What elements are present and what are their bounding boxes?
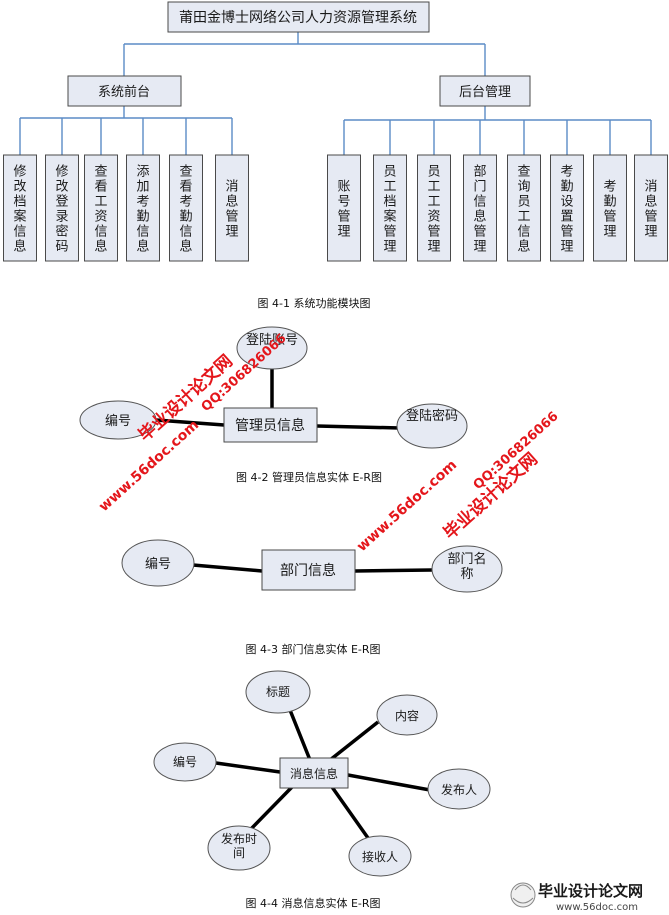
front-leaf-nodes: 修改档案信息 修改登录密码 查看工资信息 添加考勤信息 查看考勤信息 消息管理 [3,154,249,262]
front-leaf-box-4 [169,154,203,262]
admin-er-diagram: 登陆账号 编号 管理员信息 登陆密码 图 4-2 管理员信息实体 E-R图 [79,326,468,484]
logo-globe-lines [512,884,534,904]
msg-attr-content-ellipse [376,694,438,736]
back-leaf-label-2: 员工工资管理 [427,165,440,255]
back-leaf-nodes: 账号管理 员工档案管理 员工工资管理 部门信息管理 查询员工信息 考勤设置管理 考勤管理 消息… [327,154,668,262]
front-node [67,75,182,107]
back-leaf-label-6: 考勤管理 [603,180,616,240]
back-leaf-label-7: 消息管理 [644,180,657,240]
back-leaf-box-3 [463,154,497,262]
msg-attr-receiver-text: 接收人 [362,849,398,864]
attr-login-account-ellipse [236,326,308,370]
attr-login-account-text: 登陆账号 [246,332,298,348]
attr-login-password-ellipse [396,403,468,449]
department-entity-text: 部门信息 [280,562,336,579]
attr-login-password-text: 登陆密码 [406,408,458,424]
front-leaf-label-0: 修改档案信息 [13,165,26,255]
back-node-label: 后台管理 [459,85,511,100]
attr-id-text: 编号 [105,414,131,429]
root-node-label: 莆田金博士网络公司人力资源管理系统 [179,9,417,26]
back-leaf-label-5: 考勤设置管理 [560,165,573,255]
front-leaf-box-2 [84,154,118,262]
function-module-diagram: 莆田金博士网络公司人力资源管理系统 系统前台 后台管理 修改档案信息 修改登录密码… [3,1,668,310]
front-leaf-box-5 [215,154,249,262]
admin-entity-text: 管理员信息 [235,417,305,434]
root-node [167,1,430,33]
front-leaf-box-1 [45,154,79,262]
msg-attr-publish-time-ellipse [207,825,271,871]
msg-attr-content-text: 内容 [395,708,419,723]
message-entity-text: 消息信息 [290,766,338,781]
front-leaf-box-0 [3,154,37,262]
front-leaf-label-1: 修改登录密码 [55,165,68,255]
department-entity-box [261,549,356,591]
dept-attr-name-ellipse [431,545,503,593]
back-leaf-label-3: 部门信息管理 [473,165,486,255]
back-leaf-box-4 [507,154,541,262]
figure-4-1-caption: 图 4-1 系统功能模块图 [258,296,371,310]
front-leaf-label-5: 消息管理 [225,180,238,240]
department-er-diagram: 编号 部门信息 部门名称 图 4-3 部门信息实体 E-R图 [121,539,503,656]
figure-4-3-caption: 图 4-3 部门信息实体 E-R图 [245,642,380,656]
figure-4-2-caption: 图 4-2 管理员信息实体 E-R图 [236,470,382,484]
msg-attr-id-text: 编号 [173,754,197,769]
dept-attr-id-text: 编号 [145,557,171,572]
back-leaf-label-4: 查询员工信息 [517,165,530,255]
site-logo: 毕业设计论文网 www.56doc.com [510,882,643,913]
front-node-label: 系统前台 [98,84,150,100]
front-leaf-label-2: 查看工资信息 [94,165,107,255]
back-leaf-label-1: 员工档案管理 [383,165,396,255]
msg-attr-title-text: 标题 [266,685,290,699]
back-leaf-box-0 [327,154,361,262]
msg-attr-receiver-ellipse [348,835,412,877]
logo-url-text: www.56doc.com [556,902,638,913]
msg-attr-publisher-ellipse [427,768,491,810]
back-leaf-box-6 [593,154,627,262]
front-leaf-box-3 [126,154,160,262]
front-leaf-label-4: 查看考勤信息 [179,165,192,255]
admin-entity-box [223,407,318,443]
msg-attr-id-ellipse [153,742,217,782]
figure-4-4-caption: 图 4-4 消息信息实体 E-R图 [245,896,380,910]
back-leaf-box-5 [550,154,584,262]
tree-connectors [19,32,652,155]
back-leaf-label-0: 账号管理 [337,180,350,240]
dept-attr-id-ellipse [121,539,195,587]
back-node [439,75,531,107]
attr-id-ellipse [79,400,157,440]
back-leaf-box-7 [634,154,668,262]
front-leaf-label-3: 添加考勤信息 [136,165,149,255]
logo-brand-text: 毕业设计论文网 [538,882,643,900]
msg-attr-publish-time-text: 发布时间 [221,831,257,860]
msg-attr-title-ellipse [245,670,311,714]
back-leaf-box-1 [373,154,407,262]
message-er-diagram: 标题 内容 编号 消息信息 发布人 发布时间 接收人 图 4-4 消息信息实体 … [153,670,491,910]
msg-attr-publisher-text: 发布人 [441,782,477,797]
back-leaf-box-2 [417,154,451,262]
message-entity-box [279,757,349,789]
dept-attr-name-text: 部门名称 [447,551,486,582]
